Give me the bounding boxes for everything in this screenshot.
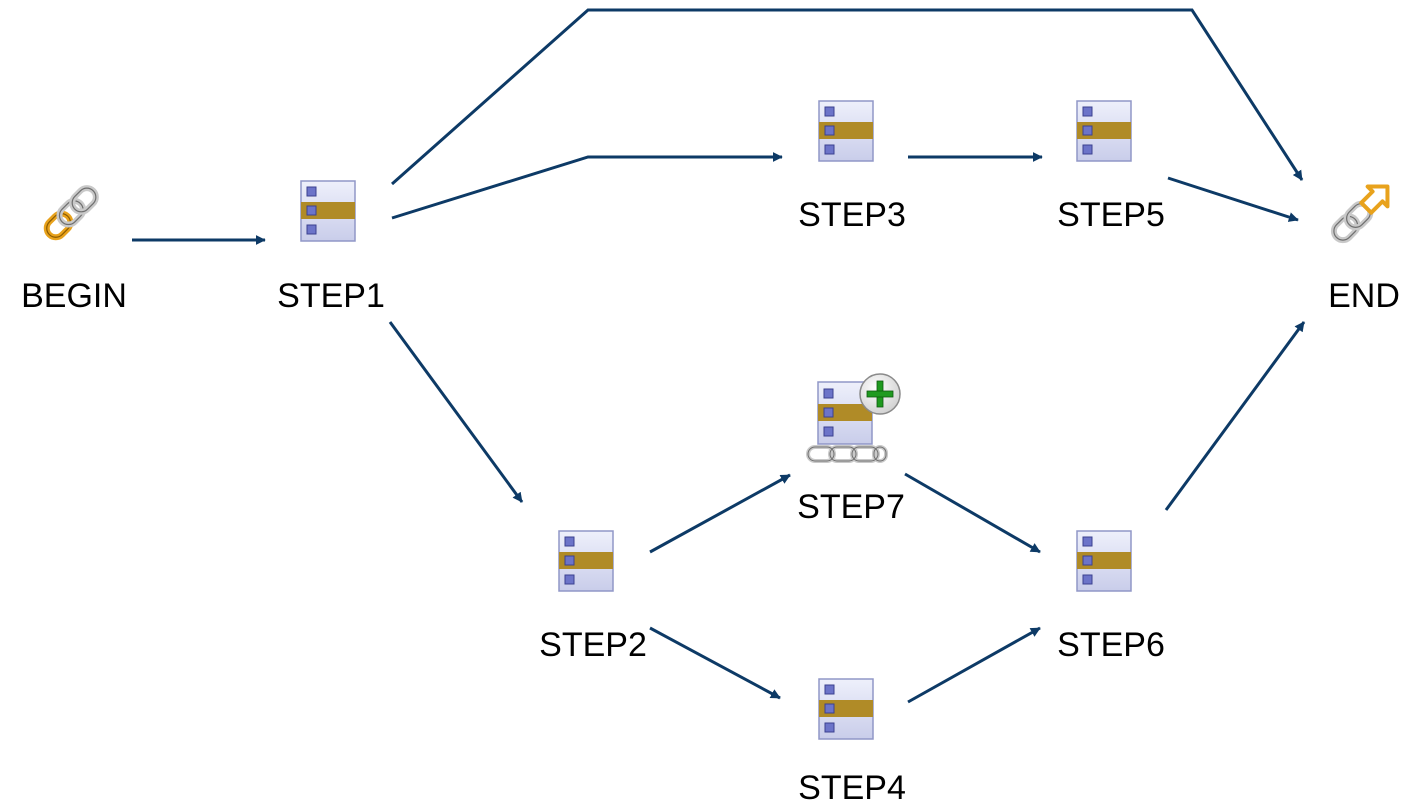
step-list-icon — [558, 530, 614, 592]
node-label-step3: STEP3 — [798, 196, 906, 234]
chain-link-end-icon — [1322, 172, 1402, 252]
node-label-step7: STEP7 — [797, 488, 905, 526]
node-step4[interactable] — [818, 678, 874, 740]
node-label-step5: STEP5 — [1057, 196, 1165, 234]
edge-step2-to-step4[interactable] — [649, 626, 781, 700]
step-list-icon — [818, 100, 874, 162]
node-label-begin: BEGIN — [21, 277, 127, 315]
node-step7[interactable] — [806, 372, 906, 468]
edge-step1-to-step2[interactable] — [388, 321, 524, 503]
edge-step1-to-end[interactable] — [391, 8, 1304, 186]
node-step6[interactable] — [1076, 530, 1132, 592]
node-step5[interactable] — [1076, 100, 1132, 162]
step-list-icon — [300, 180, 356, 242]
step-list-icon — [1076, 530, 1132, 592]
edge-step1-to-step3[interactable] — [391, 152, 783, 220]
node-label-end: END — [1328, 277, 1400, 315]
node-end[interactable] — [1322, 172, 1402, 252]
node-label-step6: STEP6 — [1057, 626, 1165, 664]
node-label-step4: STEP4 — [798, 769, 906, 807]
step-list-icon — [818, 678, 874, 740]
step-list-icon — [1076, 100, 1132, 162]
node-step1[interactable] — [300, 180, 356, 242]
edge-step7-to-step6[interactable] — [904, 472, 1041, 554]
edge-step5-to-end[interactable] — [1167, 176, 1299, 222]
node-label-step2: STEP2 — [539, 626, 647, 664]
node-label-step1: STEP1 — [277, 277, 385, 315]
node-step2[interactable] — [558, 530, 614, 592]
node-step3[interactable] — [818, 100, 874, 162]
step-linked-add-icon — [806, 372, 906, 468]
edge-step6-to-end[interactable] — [1164, 321, 1306, 511]
edge-step4-to-step6[interactable] — [907, 626, 1041, 704]
chain-link-begin-icon — [32, 172, 112, 252]
node-begin[interactable] — [32, 172, 112, 252]
edge-step2-to-step7[interactable] — [649, 473, 791, 554]
